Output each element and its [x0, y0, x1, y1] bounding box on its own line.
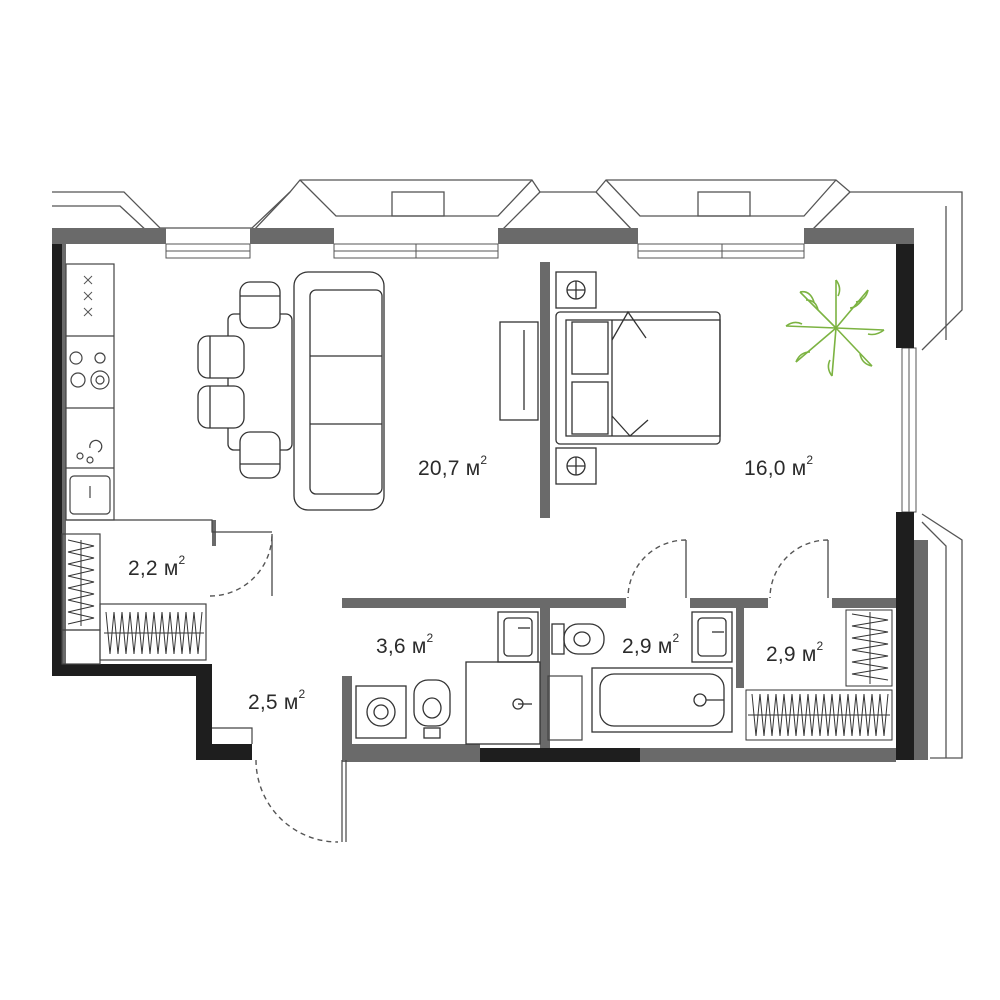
- grey-walls: [52, 228, 928, 762]
- washer-icon: [355, 685, 407, 739]
- door-leaves: [271, 534, 829, 598]
- shelving-left: [67, 539, 204, 655]
- kitchen-sink: [69, 475, 111, 515]
- thin-lines: [61, 519, 583, 842]
- area-label-entry: 2,5 м2: [248, 687, 306, 714]
- tv-unit: [499, 321, 539, 421]
- kitchen-counter: [65, 263, 115, 521]
- area-label-hall: 3,6 м2: [376, 631, 434, 658]
- area-label-bathroom: 2,9 м2: [622, 631, 680, 658]
- toilet-hall: [413, 679, 451, 739]
- shelving-wardrobe: [745, 609, 893, 741]
- sofa: [293, 271, 385, 511]
- bed: [555, 310, 721, 445]
- area-label-wardrobe: 2,9 м2: [766, 639, 824, 666]
- area-label-storage-left: 2,2 м2: [128, 553, 186, 580]
- plant-icon: [785, 279, 885, 377]
- window-top-left: [165, 243, 251, 259]
- vanity-hall: [465, 661, 541, 745]
- dining-table: [227, 313, 293, 451]
- sink-hall: [497, 611, 539, 663]
- nightstands: [555, 271, 597, 485]
- toilet-bath: [551, 623, 605, 655]
- area-label-living: 20,7 м2: [418, 453, 488, 480]
- hob-icon: [69, 351, 110, 390]
- bathtub: [591, 667, 733, 733]
- faucet-icon: [76, 439, 103, 464]
- door-swings: [209, 533, 829, 843]
- sparkle-icon: [83, 275, 93, 317]
- window-right: [901, 347, 917, 513]
- exterior-walls: [52, 244, 914, 762]
- dining-chairs: [197, 281, 281, 479]
- sink-bath: [691, 611, 733, 663]
- window-top-right: [637, 243, 805, 259]
- facade-outline: [52, 179, 963, 759]
- area-label-bedroom: 16,0 м2: [744, 453, 814, 480]
- window-top-middle: [333, 243, 499, 259]
